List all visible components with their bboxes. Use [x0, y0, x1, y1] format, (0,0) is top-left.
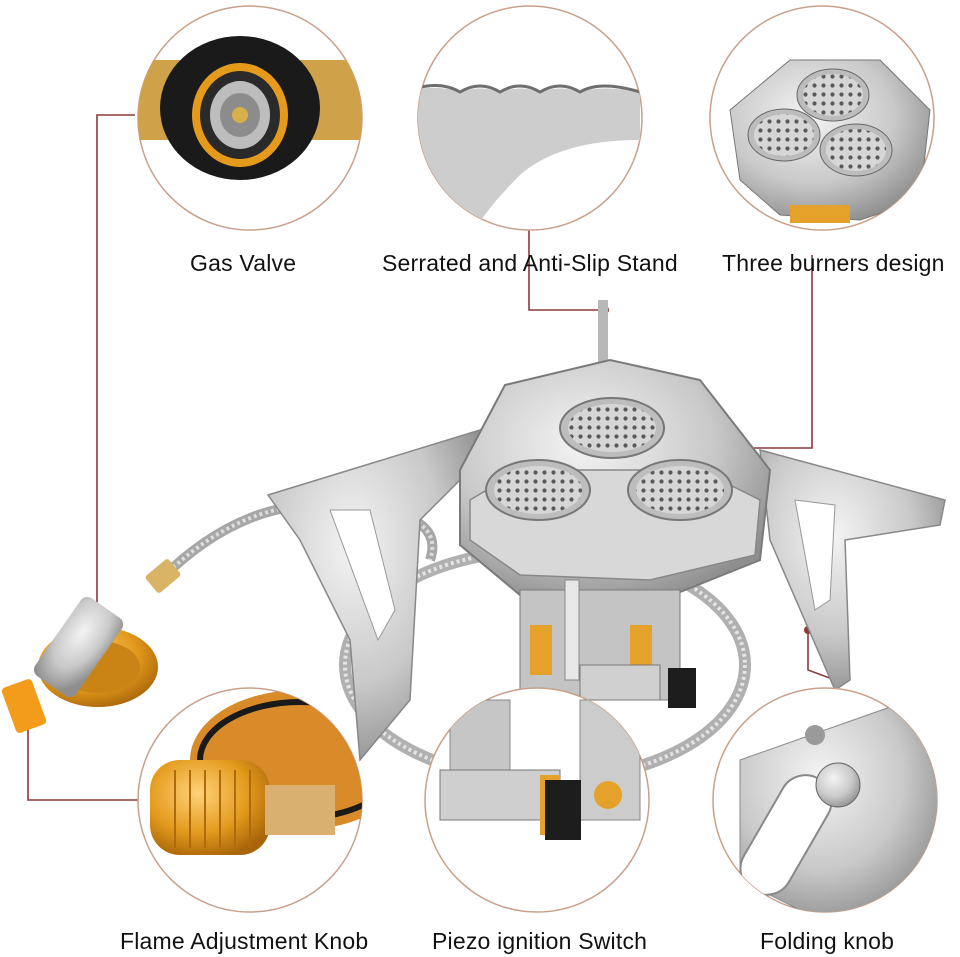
- piezo-button: [545, 780, 581, 840]
- regulator-body: [33, 596, 124, 698]
- detail-flame-knob: [137, 687, 363, 913]
- ignition-button: [668, 668, 696, 708]
- leader-stand: [528, 230, 605, 311]
- folding-knob-label: Folding knob: [760, 928, 895, 954]
- burner-top: [559, 397, 665, 459]
- anti-slip-stand-label: Serrated and Anti-Slip Stand: [382, 250, 678, 276]
- leader-flame-knob: [27, 715, 138, 801]
- detail-piezo: [424, 687, 650, 913]
- three-burners-label: Three burners design: [722, 250, 945, 276]
- flame-knob-label: Flame Adjustment Knob: [120, 928, 369, 954]
- leader-folding: [807, 630, 836, 681]
- stove-main: [1, 300, 946, 786]
- burner-left: [485, 459, 591, 521]
- right-leg: [759, 448, 946, 692]
- detail-gas-valve: [137, 5, 363, 231]
- flame-knob-small: [1, 679, 47, 733]
- detail-burners: [709, 5, 935, 231]
- piezo-switch-label: Piezo ignition Switch: [432, 928, 648, 954]
- detail-folding-knob: [712, 687, 938, 913]
- gas-valve-label: Gas Valve: [190, 250, 297, 276]
- detail-stand: [417, 5, 643, 231]
- leader-gas-valve: [96, 114, 135, 620]
- burner-right: [627, 459, 733, 521]
